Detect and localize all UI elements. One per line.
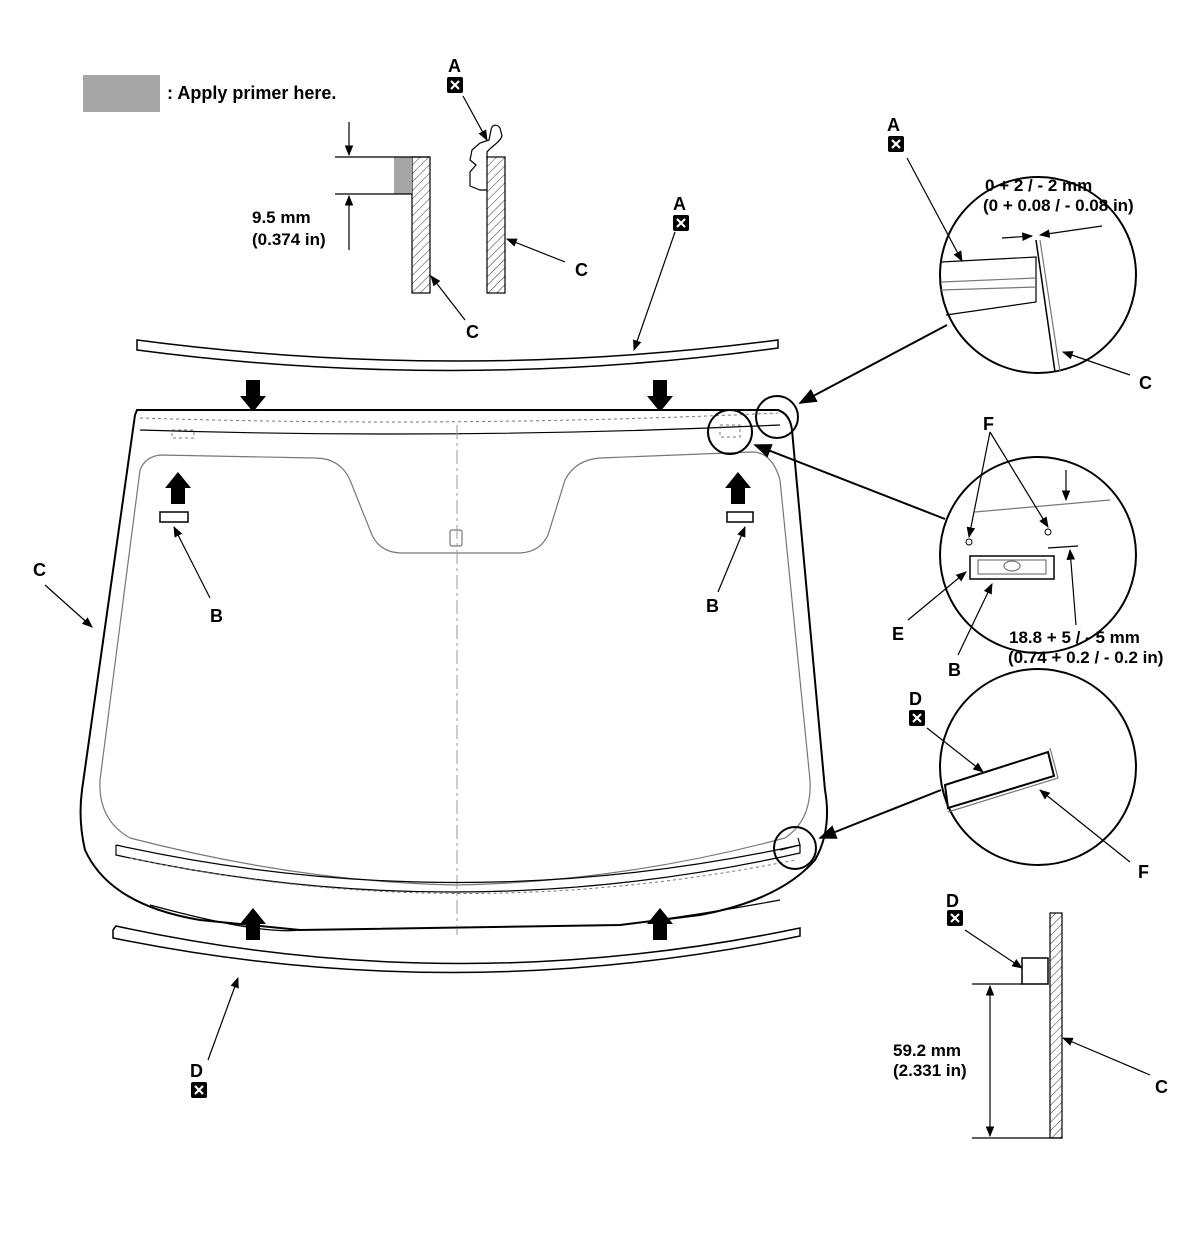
label-b-left: B <box>210 606 223 626</box>
label-d-bottom: D <box>190 1061 203 1081</box>
dim-bottom-right-mm: 59.2 mm <box>893 1041 961 1060</box>
label-a-molding: A <box>673 194 686 214</box>
label-c-section: C <box>1155 1077 1168 1097</box>
label-a-top: A <box>448 56 461 76</box>
clip-b-left <box>159 511 189 523</box>
label-e: E <box>892 624 904 644</box>
label-f-mid: F <box>983 414 994 434</box>
dim-top-mm: 9.5 mm <box>252 208 311 227</box>
dim-bottom-right-in: (2.331 in) <box>893 1061 967 1080</box>
detail-mid-right: F E B 18.8 + 5 / - 5 mm (0.74 + 0.2 / - … <box>753 414 1163 680</box>
detail-lower-right: D F <box>818 668 1149 882</box>
lower-molding: D <box>112 925 801 1100</box>
label-f-detail: F <box>1138 862 1149 882</box>
label-c-top-right: C <box>575 260 588 280</box>
label-d-detail: D <box>909 689 922 709</box>
top-section-detail: 9.5 mm (0.374 in) A C C <box>252 56 588 342</box>
label-a-detail: A <box>887 115 900 135</box>
detail-circle-b <box>707 409 753 455</box>
detail-top-right: 0 + 2 / - 2 mm (0 + 0.08 / - 0.08 in) A … <box>798 115 1152 404</box>
primer-swatch <box>83 75 160 112</box>
windshield: B B C <box>33 395 828 940</box>
clip-b-right <box>726 511 754 523</box>
label-b-detail: B <box>948 660 961 680</box>
label-c-left: C <box>33 560 46 580</box>
label-c-top: C <box>466 322 479 342</box>
legend-text: : Apply primer here. <box>167 83 336 103</box>
dim-mid-right-in: (0.74 + 0.2 / - 0.2 in) <box>1008 648 1163 667</box>
dim-top-right-in: (0 + 0.08 / - 0.08 in) <box>983 196 1134 215</box>
label-b-right: B <box>706 596 719 616</box>
primer-area <box>394 157 412 194</box>
upper-molding: A <box>136 194 779 412</box>
dim-top-right-mm: 0 + 2 / - 2 mm <box>985 176 1092 195</box>
detail-circle-d <box>773 826 817 870</box>
dim-mid-right-mm: 18.8 + 5 / - 5 mm <box>1009 628 1140 647</box>
label-c-detail-top: C <box>1139 373 1152 393</box>
legend: : Apply primer here. <box>83 75 336 112</box>
detail-circle-a <box>755 395 799 439</box>
bottom-right-section: 59.2 mm (2.331 in) D C <box>893 891 1168 1139</box>
dim-top-in: (0.374 in) <box>252 230 326 249</box>
install-arrow-icon <box>647 380 673 412</box>
install-arrow-icon <box>240 380 266 412</box>
label-d-section: D <box>946 891 959 911</box>
